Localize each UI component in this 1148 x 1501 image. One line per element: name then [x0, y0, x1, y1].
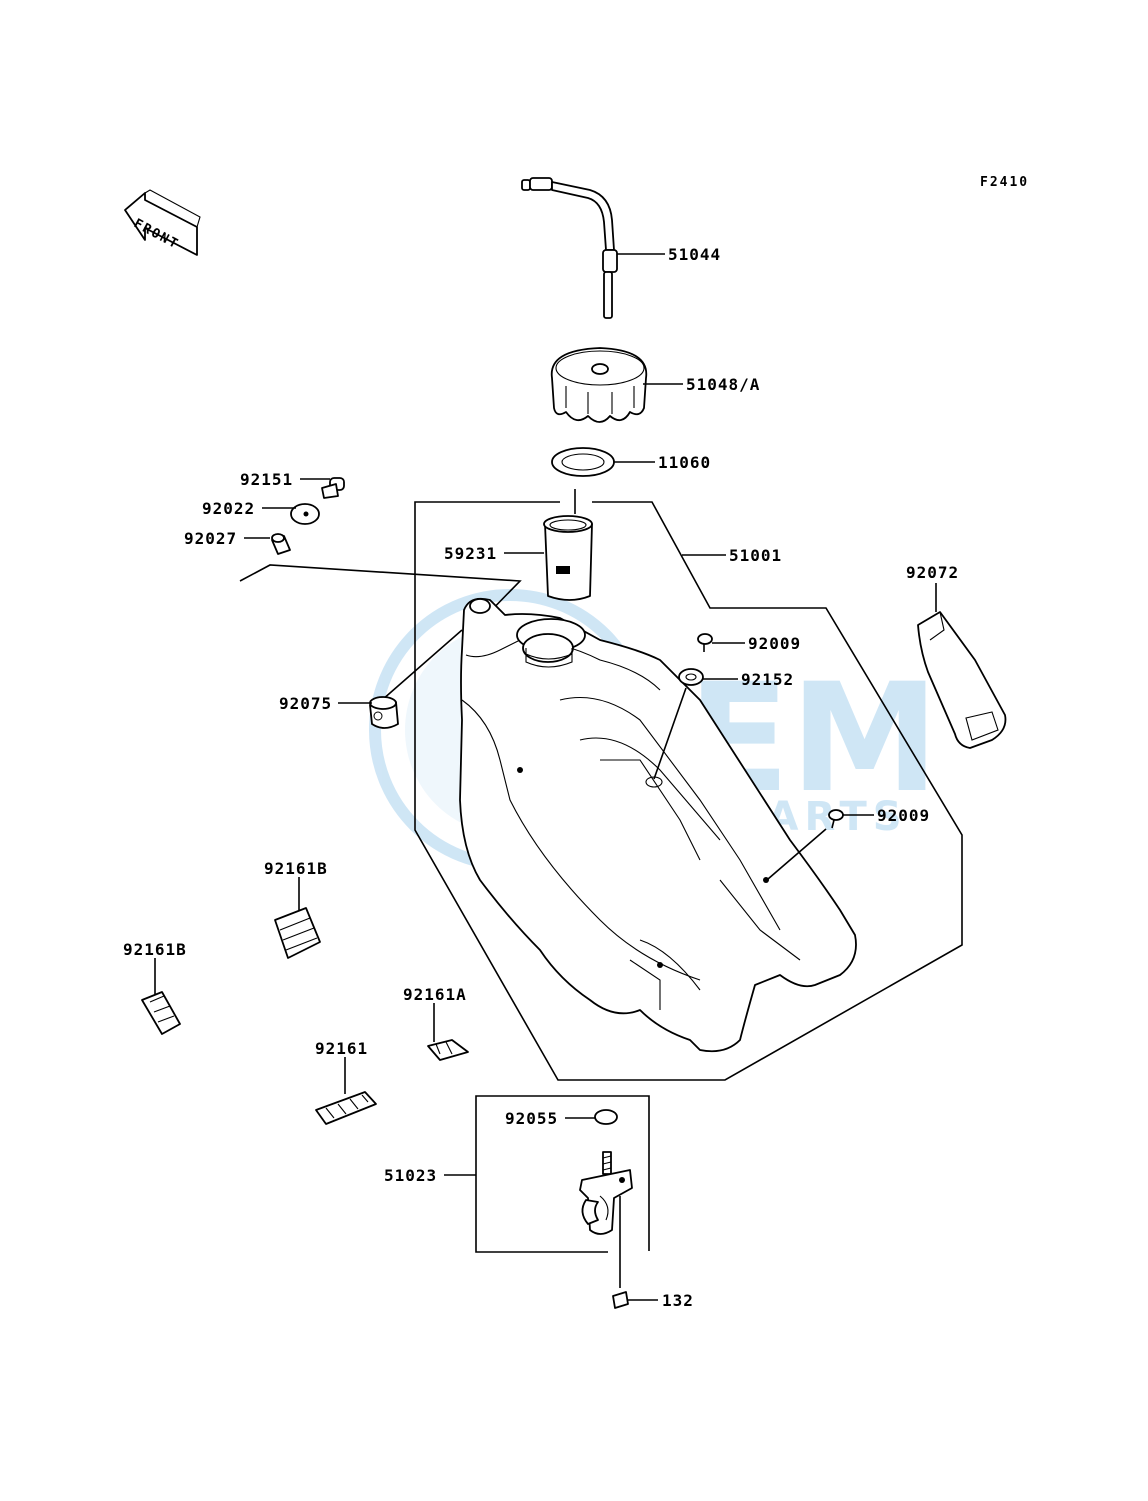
- fuel-cap-part: [550, 347, 648, 423]
- fuel-cock-assembly-bracket: [475, 1095, 650, 1253]
- label-51001: 51001: [729, 546, 782, 565]
- label-132: 132: [662, 1291, 694, 1310]
- label-92161A: 92161A: [403, 985, 467, 1004]
- label-92009-upper: 92009: [748, 634, 801, 653]
- gasket-part: [551, 447, 615, 477]
- strap-part: [917, 611, 1007, 749]
- label-92072: 92072: [906, 563, 959, 582]
- washer-92152-part: [678, 668, 704, 686]
- label-11060: 11060: [658, 453, 711, 472]
- label-51044: 51044: [668, 245, 721, 264]
- label-92009-lower: 92009: [877, 806, 930, 825]
- tank-assembly-bracket: [414, 501, 963, 1081]
- label-92161B-left: 92161B: [123, 940, 187, 959]
- pad-part-92161B-left: [141, 991, 181, 1035]
- label-92055: 92055: [505, 1109, 558, 1128]
- filler-neck-part: [543, 515, 593, 601]
- label-51023: 51023: [384, 1166, 437, 1185]
- o-ring-part: [594, 1109, 618, 1125]
- label-59231: 59231: [444, 544, 497, 563]
- washer-part: [290, 503, 320, 525]
- label-92161B-upper: 92161B: [264, 859, 328, 878]
- pad-part-92161B-upper: [274, 907, 321, 959]
- screw-part-upper: [697, 633, 713, 652]
- front-arrow-icon: FRONT: [124, 189, 201, 256]
- figure-code: F2410: [980, 175, 1029, 190]
- damper-part: [369, 696, 399, 729]
- label-51048A: 51048/A: [686, 375, 760, 394]
- label-92152: 92152: [741, 670, 794, 689]
- breather-hose-part: [521, 177, 618, 319]
- label-92075: 92075: [279, 694, 332, 713]
- fuel-tank-part: [459, 597, 857, 1053]
- pad-part-92161A: [427, 1039, 469, 1061]
- label-92151: 92151: [240, 470, 293, 489]
- fuel-cock-part: [579, 1151, 633, 1235]
- label-92022: 92022: [202, 499, 255, 518]
- bolt-part: [321, 477, 345, 499]
- label-92027: 92027: [184, 529, 237, 548]
- screw-132-part: [612, 1291, 629, 1309]
- pad-part-92161: [315, 1091, 377, 1125]
- label-92161: 92161: [315, 1039, 368, 1058]
- collar-part: [271, 533, 291, 555]
